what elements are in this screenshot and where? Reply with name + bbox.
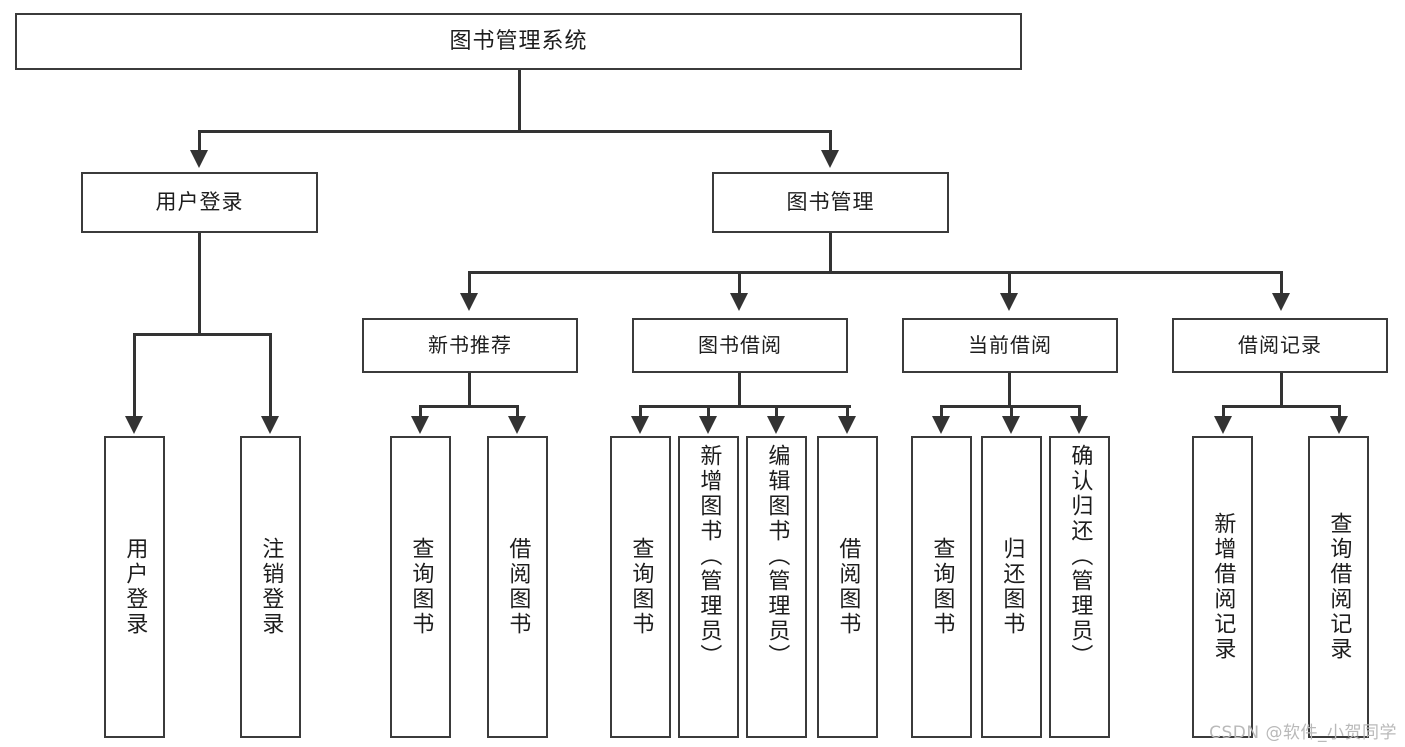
arrowhead-leaf-bb-edit: [767, 416, 785, 434]
node-label: 当前借阅: [968, 333, 1052, 357]
leaf-borrow-record-add[interactable]: 新增借阅记录: [1192, 436, 1253, 738]
node-label: 查询图书: [929, 537, 955, 637]
node-label: 新增借阅记录: [1210, 512, 1236, 662]
connector-drop-leaf-bb-query: [639, 405, 642, 418]
connector-drop-leaf-bb-add: [707, 405, 710, 418]
node-new-book-recommend[interactable]: 新书推荐: [362, 318, 578, 373]
connector-drop-leaf-logout: [269, 333, 272, 418]
arrowhead-leaf-cb-confirm: [1070, 416, 1088, 434]
node-label: 确认归还（管理员）: [1067, 444, 1093, 669]
connector-drop-leaf-cb-confirm: [1078, 405, 1081, 418]
arrowhead-leaf-cb-query: [932, 416, 950, 434]
connector-user-login-bus: [133, 333, 269, 336]
connector-borrow-record-stem: [1280, 373, 1283, 407]
node-current-borrow[interactable]: 当前借阅: [902, 318, 1118, 373]
leaf-new-book-borrow[interactable]: 借阅图书: [487, 436, 548, 738]
connector-level3-bus: [468, 271, 1283, 274]
connector-current-borrow-stem: [1008, 373, 1011, 407]
node-borrow-record[interactable]: 借阅记录: [1172, 318, 1388, 373]
connector-drop-leaf-nb-query: [419, 405, 422, 418]
leaf-book-borrow-add[interactable]: 新增图书（管理员）: [678, 436, 739, 738]
connector-drop-book-management: [829, 130, 832, 152]
connector-drop-book-borrow: [738, 271, 741, 295]
connector-borrow-record-bus: [1222, 405, 1341, 408]
connector-drop-new-book: [468, 271, 471, 295]
leaf-book-borrow-borrow[interactable]: 借阅图书: [817, 436, 878, 738]
node-label: 查询借阅记录: [1326, 512, 1352, 662]
arrowhead-borrow-record: [1272, 293, 1290, 311]
leaf-current-borrow-query[interactable]: 查询图书: [911, 436, 972, 738]
connector-drop-leaf-bb-borrow: [846, 405, 849, 418]
connector-drop-leaf-br-add: [1222, 405, 1225, 418]
arrowhead-user-login: [190, 150, 208, 168]
arrowhead-leaf-nb-query: [411, 416, 429, 434]
node-label: 图书管理: [786, 190, 875, 215]
leaf-new-book-query[interactable]: 查询图书: [390, 436, 451, 738]
node-label: 编辑图书（管理员）: [764, 444, 790, 669]
connector-new-book-bus: [419, 405, 519, 408]
connector-level2-bus: [198, 130, 831, 133]
connector-drop-current-borrow: [1008, 271, 1011, 295]
arrowhead-leaf-bb-borrow: [838, 416, 856, 434]
node-label: 图书管理系统: [449, 28, 588, 54]
node-user-login[interactable]: 用户登录: [81, 172, 318, 233]
arrowhead-book-borrow: [730, 293, 748, 311]
arrowhead-leaf-user-login: [125, 416, 143, 434]
leaf-current-borrow-return[interactable]: 归还图书: [981, 436, 1042, 738]
watermark-text: CSDN @软件_小贺同学: [1209, 723, 1397, 743]
arrowhead-new-book: [460, 293, 478, 311]
connector-book-borrow-stem: [738, 373, 741, 407]
node-book-management[interactable]: 图书管理: [712, 172, 949, 233]
connector-drop-leaf-cb-query: [940, 405, 943, 418]
connector-drop-leaf-cb-return: [1010, 405, 1013, 418]
connector-root-stem: [518, 70, 521, 132]
node-label: 查询图书: [628, 537, 654, 637]
connector-drop-user-login: [198, 130, 201, 152]
arrowhead-leaf-nb-borrow: [508, 416, 526, 434]
arrowhead-current-borrow: [1000, 293, 1018, 311]
leaf-book-borrow-edit[interactable]: 编辑图书（管理员）: [746, 436, 807, 738]
connector-book-management-stem: [829, 233, 832, 273]
arrowhead-leaf-bb-add: [699, 416, 717, 434]
leaf-current-borrow-confirm[interactable]: 确认归还（管理员）: [1049, 436, 1110, 738]
arrowhead-leaf-br-query: [1330, 416, 1348, 434]
connector-new-book-stem: [468, 373, 471, 407]
connector-drop-leaf-bb-edit: [775, 405, 778, 418]
leaf-book-borrow-query[interactable]: 查询图书: [610, 436, 671, 738]
arrowhead-leaf-cb-return: [1002, 416, 1020, 434]
node-label: 借阅图书: [505, 537, 531, 637]
node-label: 注销登录: [258, 537, 284, 637]
node-label: 图书借阅: [698, 333, 782, 357]
node-book-borrow[interactable]: 图书借阅: [632, 318, 848, 373]
arrowhead-book-management: [821, 150, 839, 168]
node-label: 新书推荐: [428, 333, 512, 357]
node-label: 借阅图书: [835, 537, 861, 637]
connector-drop-borrow-record: [1280, 271, 1283, 295]
connector-user-login-stem: [198, 233, 201, 335]
arrowhead-leaf-logout: [261, 416, 279, 434]
connector-drop-leaf-br-query: [1338, 405, 1341, 418]
node-label: 用户登录: [122, 537, 148, 637]
connector-drop-leaf-nb-borrow: [516, 405, 519, 418]
node-label: 新增图书（管理员）: [696, 444, 722, 669]
leaf-logout[interactable]: 注销登录: [240, 436, 301, 738]
connector-book-borrow-bus: [639, 405, 851, 408]
node-label: 借阅记录: [1238, 333, 1322, 357]
arrowhead-leaf-br-add: [1214, 416, 1232, 434]
node-label: 查询图书: [408, 537, 434, 637]
node-label: 用户登录: [155, 190, 244, 215]
node-label: 归还图书: [999, 537, 1025, 637]
arrowhead-leaf-bb-query: [631, 416, 649, 434]
node-root-book-management-system[interactable]: 图书管理系统: [15, 13, 1022, 70]
leaf-user-login[interactable]: 用户登录: [104, 436, 165, 738]
leaf-borrow-record-query[interactable]: 查询借阅记录: [1308, 436, 1369, 738]
connector-drop-leaf-user-login: [133, 333, 136, 418]
